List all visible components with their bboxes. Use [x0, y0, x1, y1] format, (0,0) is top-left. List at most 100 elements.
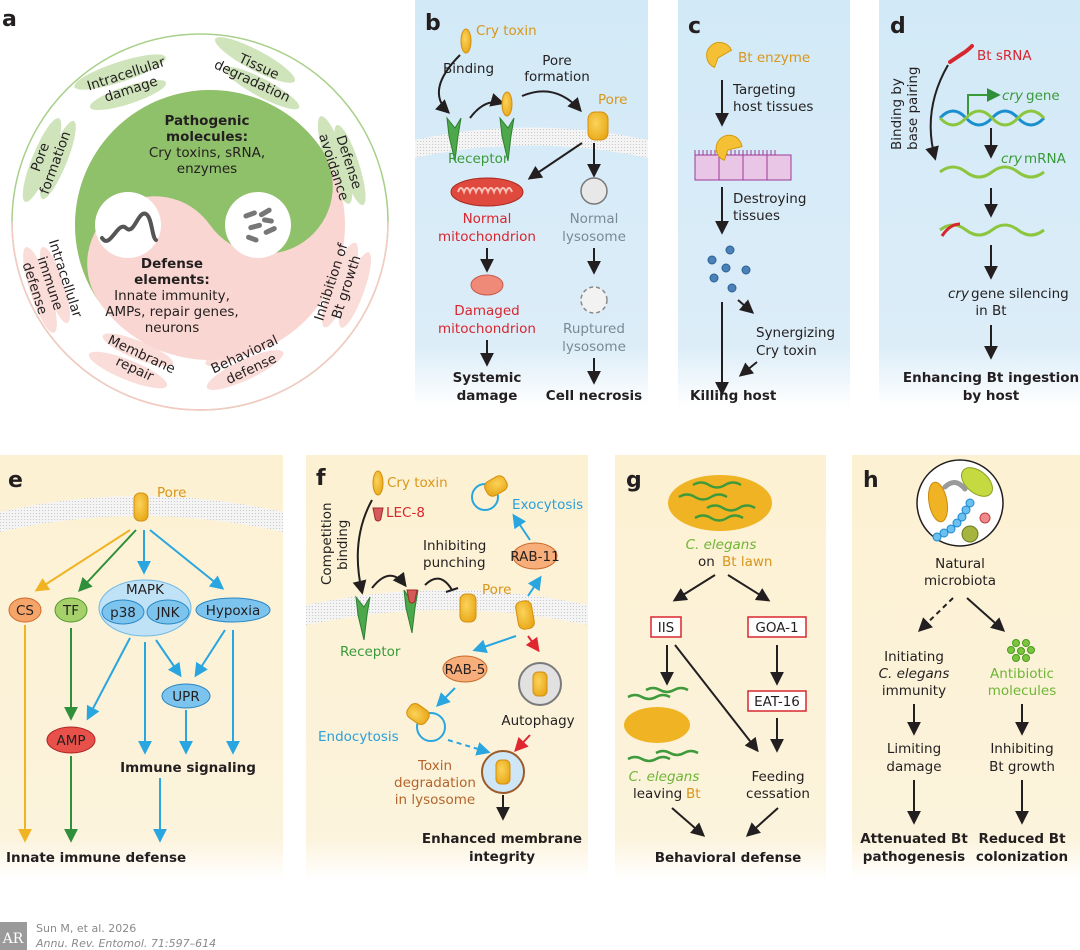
synergizing-arrow — [737, 299, 755, 314]
h-limiting-2: damage — [886, 759, 941, 775]
panel-a: a — [2, 7, 389, 411]
b-pore-formation-1: Pore — [542, 53, 571, 69]
lawn-to-goa1-arrow — [727, 574, 771, 602]
goa1-box — [747, 616, 807, 638]
citation-journal: Annu. Rev. Entomol. 71:597–614 — [35, 937, 216, 950]
autophagy-pore-icon — [532, 671, 548, 697]
c-destroying-2: tissues — [733, 208, 780, 224]
worms-leaving-icon — [627, 686, 699, 763]
d-bt-srna-label: Bt sRNA — [977, 48, 1032, 64]
leaving-to-behavioral-arrow — [671, 807, 706, 837]
f-enhanced-2: integrity — [469, 849, 535, 865]
ar-logo-text: AR — [2, 931, 24, 947]
d-silencing-italic: cry — [948, 286, 970, 302]
f-endocytosis: Endocytosis — [318, 729, 399, 745]
paired-mrna-icon — [939, 223, 1045, 237]
base-pairing-arrow — [925, 64, 949, 161]
lec8-icon — [372, 507, 384, 522]
endocytosis-to-lysosome-arrow — [447, 739, 491, 756]
h-limiting-1: Limiting — [887, 741, 941, 757]
f-inhibiting-2: punching — [423, 555, 486, 571]
microbiota-icon — [927, 467, 993, 543]
cry-toxin-icon — [372, 470, 384, 496]
c-destroying-1: Destroying — [733, 191, 806, 207]
g-leaving-celegans: C. elegans — [629, 769, 700, 785]
panel-c: c Bt enzyme Targeting host tissues Destr… — [678, 0, 850, 408]
normal-lysosome-icon — [580, 177, 608, 205]
f-cry-toxin-label: Cry toxin — [387, 475, 448, 491]
f-inhibiting-1: Inhibiting — [423, 538, 486, 554]
b-cry-toxin-label: Cry toxin — [476, 23, 537, 39]
e-innate: Innate immune defense — [6, 850, 186, 866]
hypoxia-to-upr-arrow — [194, 629, 226, 678]
c-targeting-2: host tissues — [733, 99, 813, 115]
c-synergizing-2: Cry toxin — [756, 343, 817, 359]
pore-to-cs-arrow — [34, 529, 131, 592]
panel-label-d: d — [890, 14, 906, 39]
f-lec8-label: LEC-8 — [386, 505, 425, 521]
d-enhancing-2: by host — [963, 388, 1020, 404]
tissue-debris-icons — [707, 245, 751, 293]
degraded-pore-icon — [495, 759, 511, 785]
nematode-icon — [100, 211, 158, 243]
bt-lawn-left-icon — [624, 707, 690, 743]
rab5-node — [442, 655, 488, 683]
bound-enzyme-icon — [715, 134, 743, 161]
hypoxia-node — [195, 597, 271, 623]
nematode-circle — [95, 192, 161, 258]
panel-e-background — [0, 455, 283, 880]
microbiota-to-immunity-arrow — [917, 597, 954, 632]
rab11-node — [512, 542, 558, 570]
d-cry-mrna-italic: cry — [1001, 151, 1023, 167]
d-cry-mrna-rest: mRNA — [1024, 151, 1067, 167]
defense-body-3: neurons — [145, 320, 200, 336]
citation-authors: Sun M, et al. 2026 — [36, 922, 136, 935]
receptor-icon — [446, 116, 462, 162]
d-binding-2: base pairing — [905, 67, 921, 151]
defense-body-2: AMPs, repair genes, — [105, 304, 238, 320]
b-damaged-mito-1: Damaged — [454, 303, 520, 319]
b-pore-formation-2: formation — [524, 69, 590, 85]
pore-to-hypoxia-arrow — [149, 529, 225, 590]
b-systemic-1: Systemic — [453, 370, 522, 386]
endocytosis-vesicle-icon — [416, 712, 446, 742]
d-enhancing-1: Enhancing Bt ingestion — [903, 370, 1079, 386]
e-mapk: MAPK — [126, 582, 165, 598]
c-bt-enzyme-label: Bt enzyme — [738, 50, 810, 66]
panel-h: h Natural microbiota Initiating C. elega… — [852, 455, 1080, 880]
pathogenic-body-1: Cry toxins, sRNA, — [149, 145, 265, 161]
rab11-to-exocytosis-arrow — [512, 513, 531, 541]
e-tf: TF — [62, 603, 79, 619]
b-damaged-mito-2: mitochondrion — [438, 321, 536, 337]
f-enhanced-1: Enhanced membrane — [422, 831, 582, 847]
h-inhibiting-1: Inhibiting — [990, 741, 1053, 757]
bound-toxin-icon — [501, 91, 513, 117]
receptor-to-lec8-arrow — [371, 571, 407, 589]
binding-arrow — [435, 54, 461, 114]
h-antibiotic-1: Antibiotic — [990, 666, 1054, 682]
pore-to-rab11-arrow — [527, 575, 542, 597]
cs-node — [8, 597, 42, 623]
membrane — [306, 590, 588, 625]
mapk-to-amp-arrow — [86, 637, 131, 721]
h-inhibiting-2: Bt growth — [989, 759, 1055, 775]
p38-node — [101, 599, 145, 625]
b-normal-mito-2: mitochondrion — [438, 229, 536, 245]
f-pore-label: Pore — [482, 582, 511, 598]
g-behavioral: Behavioral defense — [655, 850, 802, 866]
g-feeding-2: cessation — [746, 786, 810, 802]
panel-label-a: a — [2, 7, 17, 32]
h-attenuated-2: pathogenesis — [863, 849, 965, 865]
f-exocytosis: Exocytosis — [512, 497, 583, 513]
paired-srna-icon — [940, 222, 961, 237]
b-pore-label: Pore — [598, 92, 627, 108]
defense-title-1: Defense — [141, 256, 203, 272]
b-necrosis: Cell necrosis — [546, 388, 642, 404]
endocytosed-pore-icon — [406, 702, 430, 726]
d-binding-1: Binding by — [889, 78, 905, 150]
g-eat16: EAT-16 — [754, 694, 800, 710]
e-immune-signaling: Immune signaling — [120, 760, 256, 776]
panel-label-c: c — [688, 14, 701, 39]
inhibition-bar — [445, 587, 459, 593]
f-competition-2: binding — [335, 520, 351, 570]
